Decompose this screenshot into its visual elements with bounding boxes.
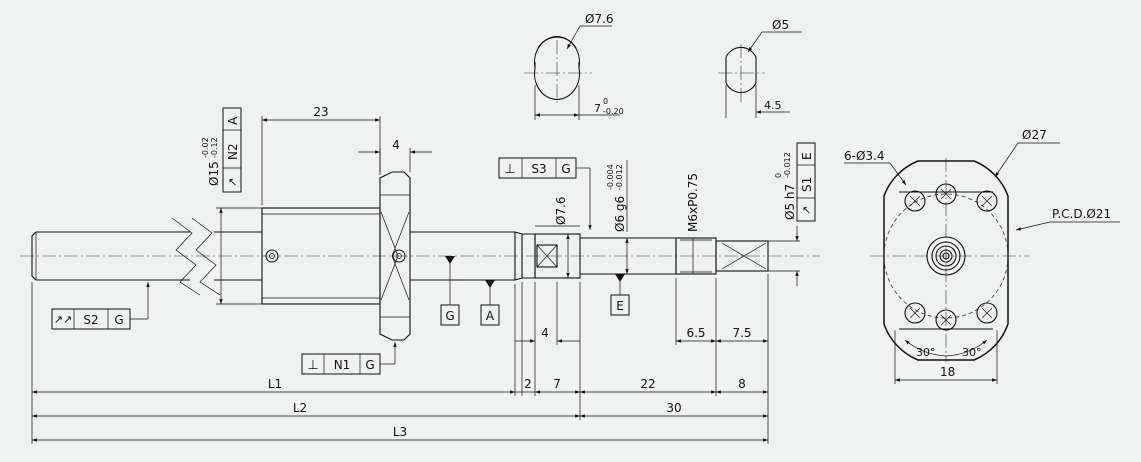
thread-label: M6xP0.75 bbox=[686, 173, 700, 232]
len-7-label: 7 bbox=[594, 102, 601, 115]
screw-shaft-side-view bbox=[20, 171, 820, 341]
len-4-5-label: 4.5 bbox=[764, 99, 782, 112]
f1-ref: G bbox=[561, 162, 570, 176]
d5-upper: 0 bbox=[774, 173, 783, 178]
datum-markers: G A E bbox=[440, 256, 630, 326]
d6-lower: -0.012 bbox=[615, 164, 624, 190]
f3-sym: ↗↗ bbox=[54, 313, 72, 326]
f2-sym: ⊥ bbox=[307, 358, 318, 373]
section-view-d7-6: Ø7.6 7 0 -0.20 bbox=[524, 12, 624, 120]
f1-sym: ⊥ bbox=[504, 162, 515, 177]
dia15-upper: -0.02 bbox=[201, 137, 210, 158]
d6-g6-label: Ø6 g6 bbox=[613, 196, 627, 232]
len-6-5-label: 6.5 bbox=[686, 326, 705, 340]
datum-a: A bbox=[486, 309, 495, 323]
d7-6-side-label: Ø7.6 bbox=[554, 196, 568, 225]
angle-right-label: 30° bbox=[962, 346, 982, 359]
len-7-5-label: 7.5 bbox=[732, 326, 751, 340]
len-22-label: 22 bbox=[640, 377, 655, 391]
gdt-frame-n2: A N2 ↗ bbox=[222, 107, 242, 193]
f3-ref: G bbox=[114, 313, 123, 327]
f5-sym: ↗ bbox=[800, 206, 813, 215]
L3-label: L3 bbox=[393, 425, 407, 439]
f3-val: S2 bbox=[83, 313, 98, 327]
d5-top-label: Ø5 bbox=[772, 18, 789, 32]
flange-18-label: 18 bbox=[940, 365, 955, 379]
L1-label: L1 bbox=[268, 377, 282, 391]
f2-val: N1 bbox=[334, 358, 351, 372]
datum-g: G bbox=[445, 309, 454, 323]
datum-e: E bbox=[616, 299, 624, 313]
len-23-label: 23 bbox=[313, 105, 328, 119]
f5-ref: E bbox=[800, 152, 814, 160]
d5-lower: -0.012 bbox=[783, 152, 792, 178]
gdt-frame-s2: ↗↗ S2 G bbox=[51, 282, 150, 330]
mounting-holes bbox=[904, 183, 998, 331]
f1-val: S3 bbox=[531, 162, 546, 176]
f5-val: S1 bbox=[800, 177, 814, 192]
len-30-label: 30 bbox=[666, 401, 681, 415]
main-view-dimensions: 23 4 Ø15 -0.02 -0.12 Ø7.6 Ø6 g6 -0.004 -… bbox=[201, 105, 800, 305]
gdt-frame-n1: ⊥ N1 G bbox=[301, 342, 397, 375]
len-4-bottom-label: 4 bbox=[541, 326, 549, 340]
L2-label: L2 bbox=[293, 401, 307, 415]
section-view-d5: Ø5 4.5 bbox=[718, 18, 802, 118]
tol-7-upper: 0 bbox=[603, 97, 608, 106]
gdt-frame-s1: E S1 ↗ bbox=[796, 142, 816, 222]
dia15-lower: -0.12 bbox=[210, 137, 219, 158]
pcd-label: P.C.D.Ø21 bbox=[1052, 207, 1111, 221]
length-dimensions: 4 6.5 7.5 L1 2 7 22 8 L2 30 L3 bbox=[31, 274, 769, 444]
d27-label: Ø27 bbox=[1022, 128, 1047, 142]
len-2-label: 2 bbox=[524, 377, 532, 391]
f2-ref: G bbox=[365, 358, 374, 372]
len-8-label: 8 bbox=[738, 377, 746, 391]
gdt-frame-s3: ⊥ S3 G bbox=[498, 157, 592, 230]
dia15-label: Ø15 bbox=[207, 161, 221, 186]
f4-sym: ↗ bbox=[226, 178, 239, 187]
f4-val: N2 bbox=[226, 143, 240, 160]
f4-ref: A bbox=[226, 116, 240, 125]
len-4-flange-label: 4 bbox=[392, 138, 400, 152]
holes-label: 6-Ø3.4 bbox=[844, 149, 885, 163]
d6-upper: -0.004 bbox=[606, 164, 615, 190]
angle-left-label: 30° bbox=[916, 346, 936, 359]
d5-h7-label: Ø5 h7 bbox=[783, 184, 797, 220]
len-7-b-label: 7 bbox=[553, 377, 561, 391]
tol-7-lower: -0.20 bbox=[603, 107, 624, 116]
d7-6-top-label: Ø7.6 bbox=[585, 12, 614, 26]
flange-end-view: 6-Ø3.4 Ø27 P.C.D.Ø21 18 30° 30° bbox=[844, 128, 1120, 384]
